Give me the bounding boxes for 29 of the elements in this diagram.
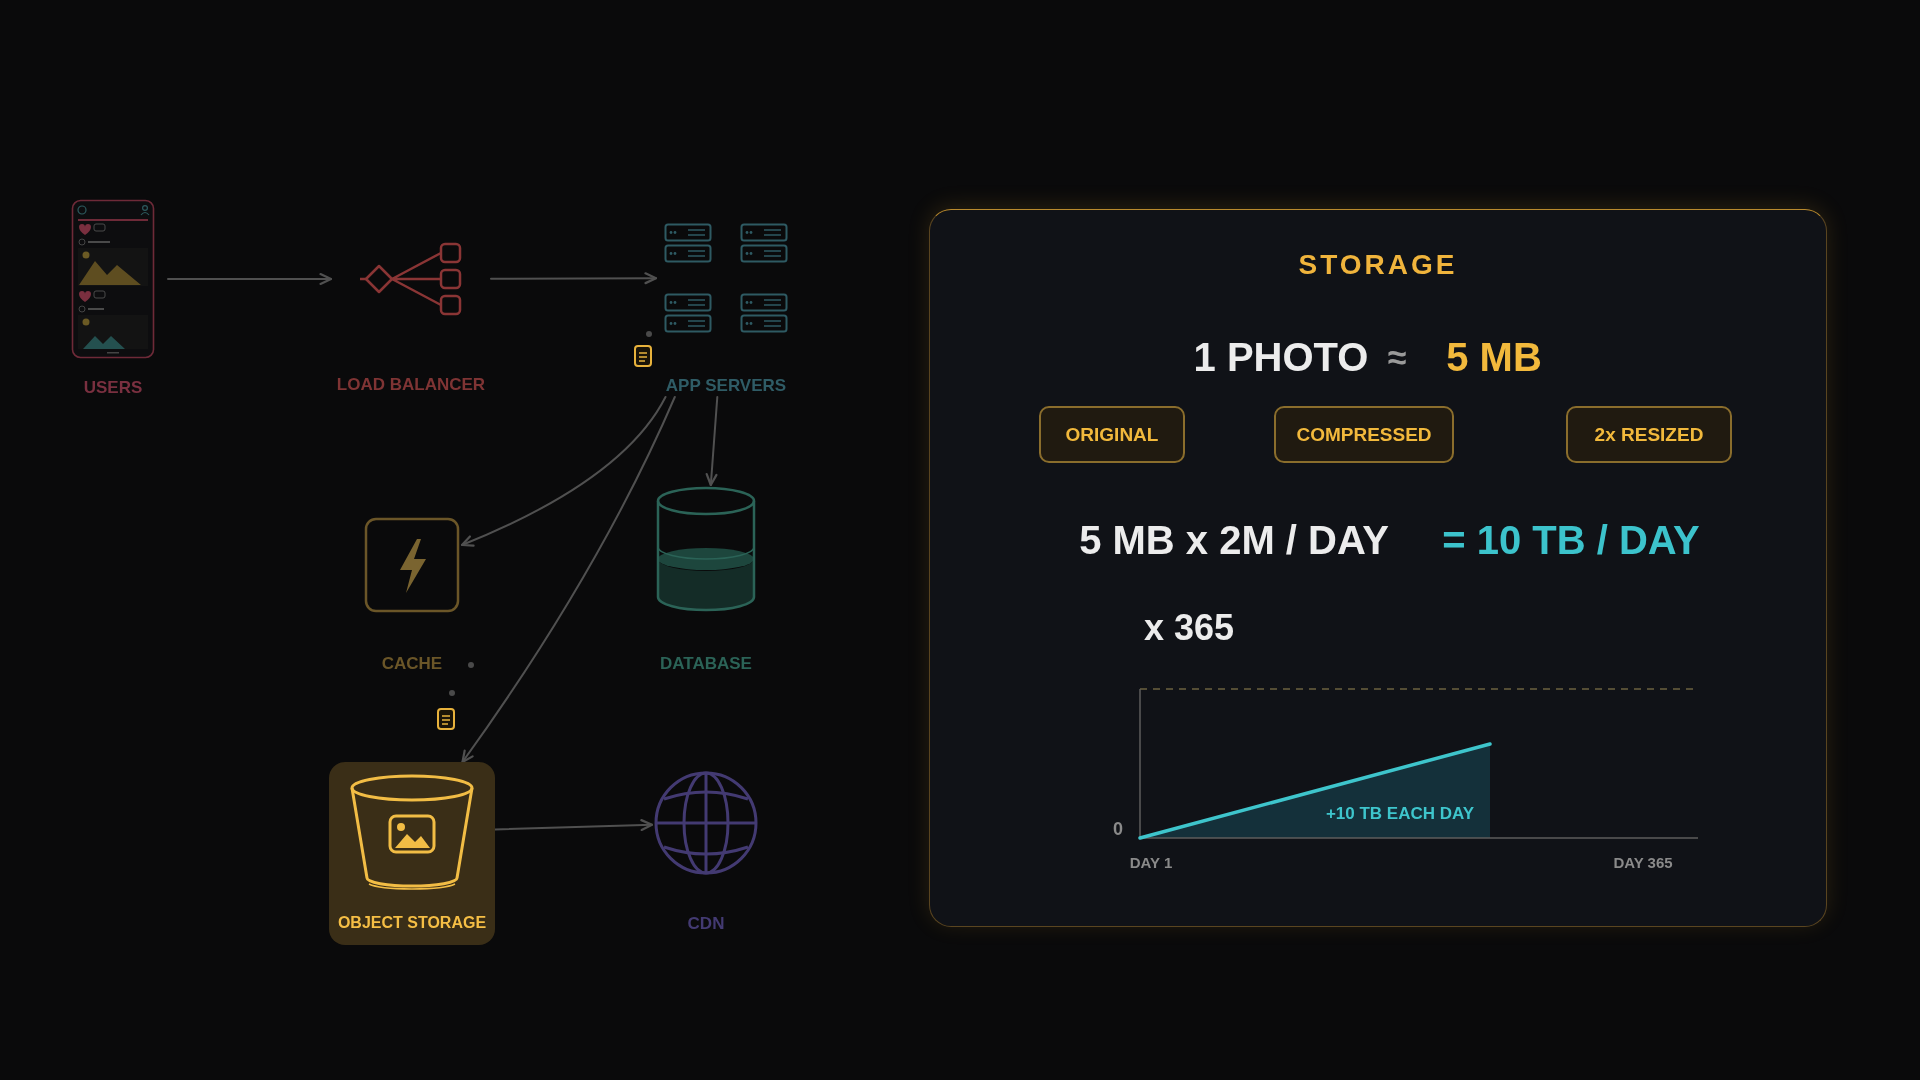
axis-label: DAY 1	[1129, 854, 1173, 872]
node-label: CACHE	[381, 653, 443, 675]
node-label: LOAD BALANCER	[336, 374, 486, 396]
arrow	[167, 273, 333, 285]
panel-card	[929, 209, 1827, 927]
node-label: CDN	[687, 913, 725, 935]
formula-text: 5 MB x 2M / DAY	[1079, 517, 1389, 564]
arrow	[705, 396, 719, 487]
chart-annotation: +10 TB EACH DAY	[1325, 804, 1475, 824]
arrow	[490, 272, 658, 285]
node-label: DATABASE	[660, 653, 752, 675]
formula-text: = 10 TB / DAY	[1442, 517, 1700, 564]
formula-text: 1 PHOTO	[1193, 334, 1369, 381]
arrow	[494, 819, 654, 832]
approx-sign: ≈	[1387, 336, 1407, 378]
node-label: OBJECT STORAGE	[337, 913, 487, 933]
formula-text: x 365	[1143, 605, 1235, 649]
highlight-tile	[329, 762, 495, 945]
axis-label: DAY 365	[1613, 854, 1673, 872]
arrow	[461, 396, 676, 764]
format-tag: 2x RESIZED	[1566, 406, 1732, 463]
arrow	[460, 396, 667, 547]
node-label: USERS	[83, 377, 143, 399]
formula-text: 5 MB	[1446, 334, 1542, 381]
panel-title: STORAGE	[1298, 248, 1458, 282]
axis-label: 0	[1113, 818, 1123, 840]
node-label: APP SERVERS	[665, 375, 787, 397]
format-tag: ORIGINAL	[1039, 406, 1185, 463]
format-tag: COMPRESSED	[1274, 406, 1454, 463]
